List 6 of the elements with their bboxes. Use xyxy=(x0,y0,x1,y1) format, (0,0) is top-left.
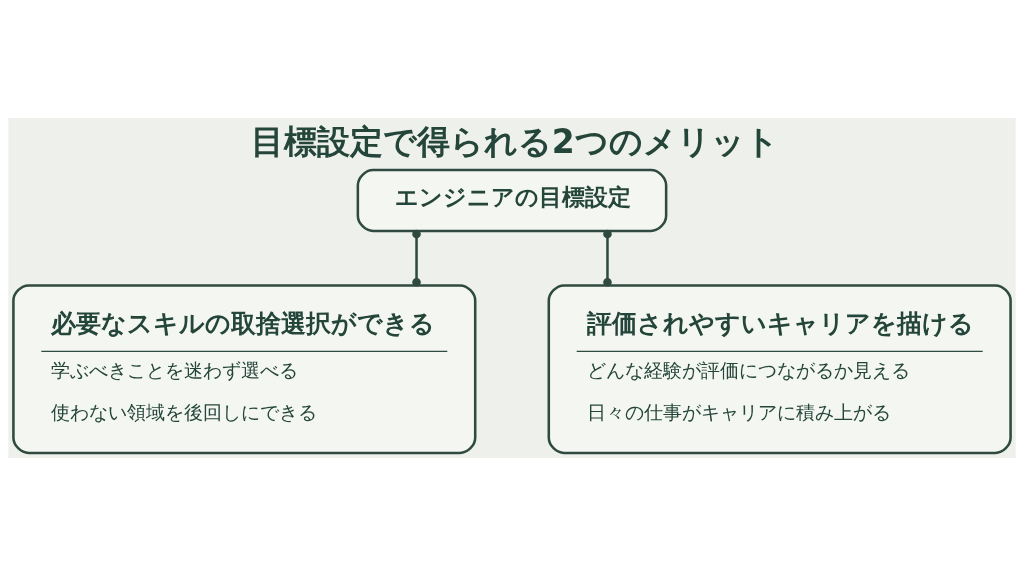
node-box: 評価されやすいキャリアを描ける どんな経験が評価につながるか見える 日々の仕事がキャリアに積み上がる xyxy=(547,284,1012,455)
node-box: 必要なスキルの取捨選択ができる 学ぶべきことを迷わず選べる 使わない領域を後回しにできる xyxy=(12,284,477,455)
connector xyxy=(412,229,421,287)
diagram-title: 目標設定で得られる2つのメリット xyxy=(250,122,779,162)
node-box: エンジニアの目標設定 xyxy=(356,168,668,233)
connector xyxy=(603,229,612,287)
